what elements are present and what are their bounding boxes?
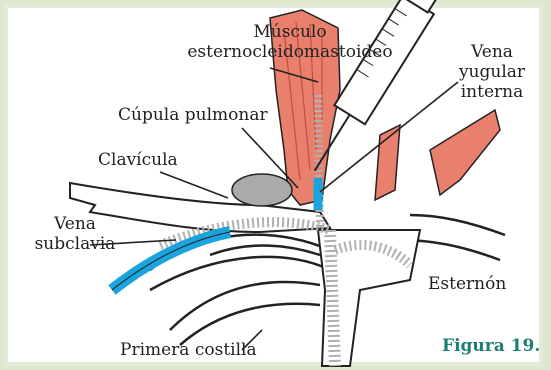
label-esternon: Esternón xyxy=(428,274,506,294)
label-clavicula-text: Clavícula xyxy=(98,150,178,170)
label-musculo-text: Músculo esternocleidomastoideo xyxy=(187,22,392,62)
label-cupula: Cúpula pulmonar xyxy=(118,105,268,125)
label-vena-subclavia: Vena subclavia xyxy=(20,214,130,254)
label-primera-costilla: Primera costilla xyxy=(120,340,257,360)
label-vena-yugular-text: Vena yugular interna xyxy=(459,42,525,102)
right-muscle-2 xyxy=(375,125,400,200)
label-vena-yugular: Vena yugular interna xyxy=(452,42,532,102)
label-musculo: Músculo esternocleidomastoideo xyxy=(160,22,420,62)
label-esternon-text: Esternón xyxy=(428,274,506,294)
figure-caption: Figura 19. xyxy=(442,336,540,356)
label-primera-costilla-text: Primera costilla xyxy=(120,340,257,360)
lung-cupola xyxy=(232,174,292,206)
label-vena-subclavia-text: Vena subclavia xyxy=(35,214,116,254)
label-clavicula: Clavícula xyxy=(98,150,178,170)
label-cupula-text: Cúpula pulmonar xyxy=(118,105,268,125)
right-muscle xyxy=(430,110,500,195)
